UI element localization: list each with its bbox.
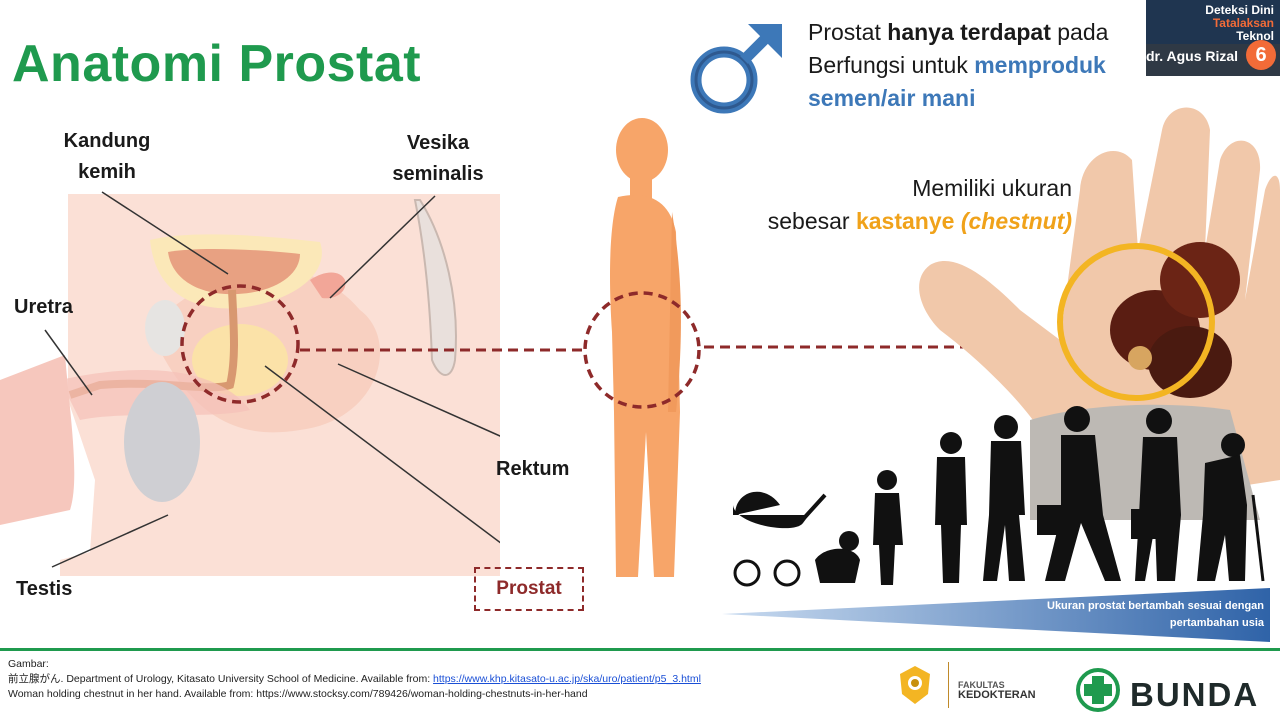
size-description: Memiliki ukuran sebesar kastanye (chestn…	[767, 175, 1072, 234]
webcam-slide-line-1: Deteksi Dini	[1205, 3, 1274, 17]
bunda-logo-text: BUNDA	[1130, 676, 1260, 713]
anatomy-illustration	[0, 191, 500, 576]
human-body-silhouette	[583, 118, 701, 577]
label-testis: Testis	[16, 578, 73, 600]
webcam-slide-line-3: Teknol	[1236, 29, 1274, 43]
label-kandung-kemih: Kandung kemih	[63, 130, 151, 183]
label-uretra: Uretra	[14, 296, 73, 318]
webcam-slide-line-2: Tatalaksan	[1212, 16, 1274, 30]
male-symbol-icon	[690, 24, 782, 114]
age-progression-silhouettes	[733, 406, 1265, 587]
slide-title: Anatomi Prostat	[12, 35, 422, 93]
label-vesika-seminalis: Vesika seminalis	[392, 132, 484, 185]
bunda-cross-icon	[1076, 668, 1120, 712]
connector-lines	[300, 345, 1062, 352]
footer-divider	[0, 648, 1280, 651]
university-seal-icon	[900, 666, 930, 704]
label-rektum: Rektum	[496, 458, 570, 480]
logo-divider	[948, 662, 949, 708]
growth-wedge	[722, 588, 1270, 642]
label-prostat: Prostat	[474, 567, 584, 611]
credit-link[interactable]: https://www.khp.kitasato-u.ac.jp/ska/uro…	[433, 673, 701, 685]
channel-badge: 6	[1246, 40, 1276, 70]
image-credits: Gambar: 前立腺がん. Department of Urology, Ki…	[8, 658, 701, 700]
webcam-thumbnail[interactable]: Deteksi Dini Tatalaksan Teknol dr. Agus …	[1146, 0, 1280, 76]
prostate-info-text: Prostat hanya terdapat pada Berfungsi un…	[808, 19, 1109, 111]
faculty-logo-text: FAKULTAS KEDOKTERAN	[958, 680, 1036, 701]
growth-caption: Ukuran prostat bertambah sesuai dengan p…	[1047, 600, 1264, 629]
participant-name: dr. Agus Rizal	[1146, 48, 1239, 64]
